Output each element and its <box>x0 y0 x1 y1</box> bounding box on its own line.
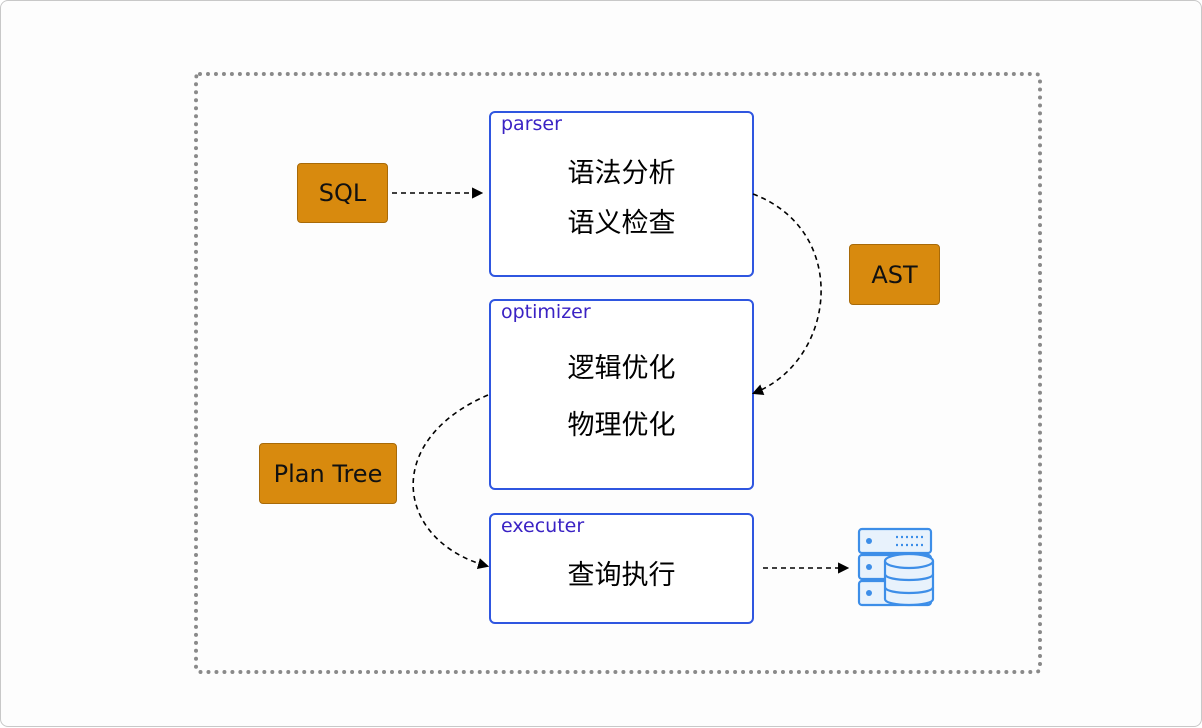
parser-to-optimizer-arrow <box>751 193 822 395</box>
sql-tag: SQL <box>297 163 388 223</box>
optimizer-step-logical-optimization: 逻辑优化 <box>567 353 676 384</box>
parser-stage-title: parser <box>501 113 562 135</box>
parser-step-semantic-check: 语义检查 <box>567 208 676 239</box>
parser-stage-box: parser 语法分析 语义检查 <box>489 111 754 277</box>
optimizer-step-physical-optimization: 物理优化 <box>567 410 676 441</box>
optimizer-to-executer-arrow <box>412 394 490 570</box>
plan-tree-tag: Plan Tree <box>259 443 397 504</box>
system-boundary-frame <box>194 72 1042 674</box>
executer-stage-box: executer 查询执行 <box>489 513 754 624</box>
database-server-icon <box>857 527 935 607</box>
executer-stage-title: executer <box>501 515 585 537</box>
executer-step-query-execution: 查询执行 <box>567 560 676 591</box>
parser-step-syntax-analysis: 语法分析 <box>567 158 676 189</box>
optimizer-stage-box: optimizer 逻辑优化 物理优化 <box>489 299 754 490</box>
ast-tag: AST <box>849 244 940 305</box>
optimizer-stage-title: optimizer <box>501 301 591 323</box>
